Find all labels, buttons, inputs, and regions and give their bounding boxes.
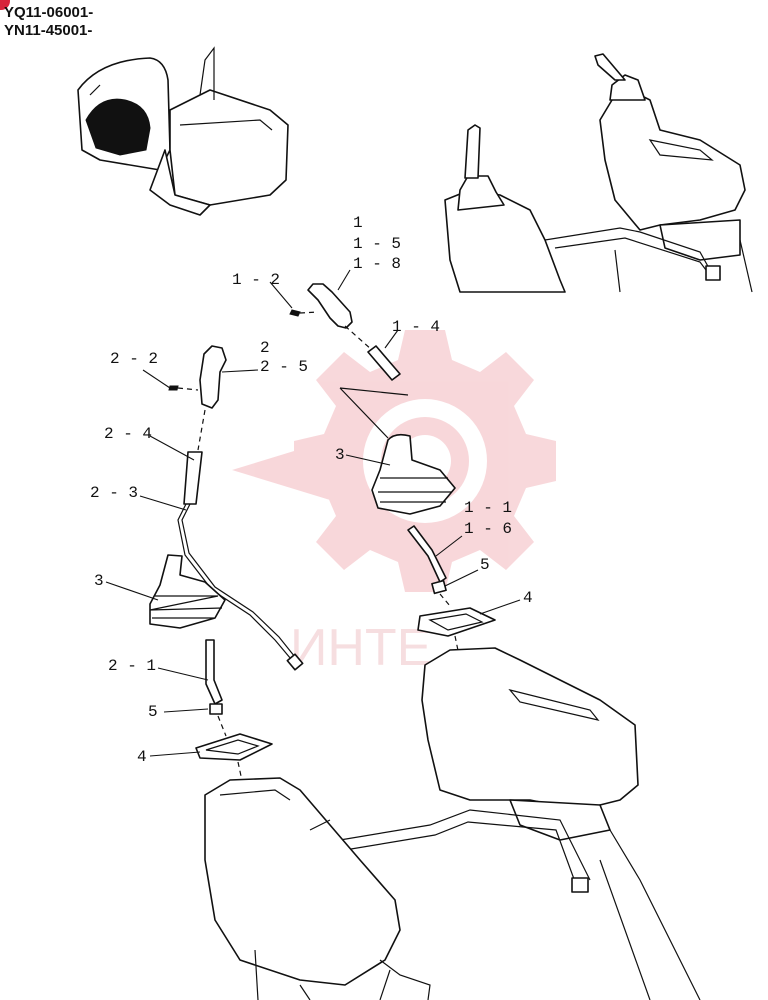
screw-1-2 — [289, 309, 301, 317]
screw-2-2 — [168, 385, 179, 391]
sleeve-2-4 — [183, 451, 203, 505]
overview-assembly — [444, 53, 753, 293]
callout-1-6: 1 - 6 — [464, 520, 512, 538]
tube-1-4 — [367, 345, 401, 381]
callout-2-5: 2 - 5 — [260, 358, 308, 376]
callout-3-left: 3 — [94, 572, 104, 590]
console-right — [421, 647, 639, 811]
callout-1-8: 1 - 8 — [353, 255, 401, 273]
callout-1: 1 — [353, 214, 363, 232]
watermark-wedge — [232, 440, 330, 500]
callout-2: 2 — [260, 339, 270, 357]
corner-badge — [0, 0, 10, 10]
lever-2-1 — [205, 639, 223, 705]
callout-labels: 1 1 - 5 1 - 8 1 - 2 1 - 4 2 2 - 2 2 - 5 … — [90, 214, 533, 766]
knob-2 — [199, 345, 227, 409]
callout-1-4: 1 - 4 — [392, 318, 440, 336]
knob-1 — [307, 283, 353, 329]
plate-4-left — [195, 733, 273, 761]
callout-2-2: 2 - 2 — [110, 350, 158, 368]
lever-1-6 — [407, 525, 447, 583]
watermark-text: ИНТЕ — [290, 619, 431, 677]
callout-2-1: 2 - 1 — [108, 657, 156, 675]
callout-2-4: 2 - 4 — [104, 425, 152, 443]
callout-3-right: 3 — [335, 446, 345, 464]
leader-lines — [105, 269, 521, 757]
nut-5-right — [431, 579, 447, 595]
serial-number-1: YQ11-06001- — [4, 4, 94, 21]
boot-3-left — [149, 554, 226, 629]
callout-5-right: 5 — [480, 556, 490, 574]
callout-1-5: 1 - 5 — [353, 235, 401, 253]
boot-3-right — [371, 433, 456, 515]
callout-1-2: 1 - 2 — [232, 271, 280, 289]
seat-thumbnail — [77, 46, 289, 216]
serial-number-2: YN11-45001- — [4, 22, 93, 39]
callout-5-left: 5 — [148, 703, 158, 721]
console-left — [204, 777, 401, 986]
callout-1-1: 1 - 1 — [464, 499, 512, 517]
callout-4-right: 4 — [523, 589, 533, 607]
nut-5-left — [209, 703, 223, 715]
callout-4-left: 4 — [137, 748, 147, 766]
plate-4-right — [417, 607, 496, 637]
callout-2-3: 2 - 3 — [90, 484, 138, 502]
left-lever-assembly — [149, 345, 431, 1000]
right-lever-assembly — [289, 283, 701, 1000]
